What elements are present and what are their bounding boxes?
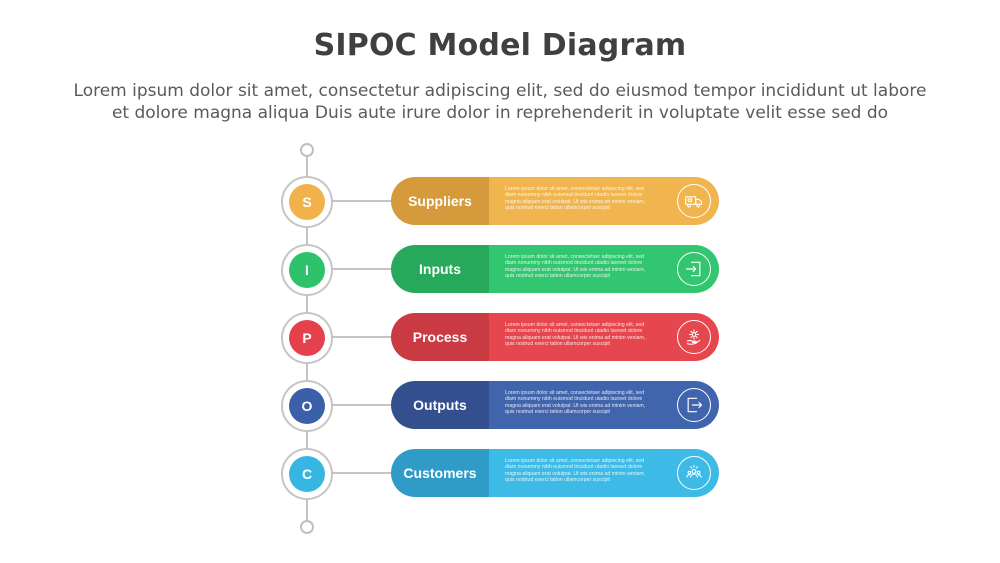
step-card: Customers Lorem ipsum dolor sit amet, co… <box>391 449 719 497</box>
step-card: Inputs Lorem ipsum dolor sit amet, conse… <box>391 245 719 293</box>
subtitle-line-2: et dolore magna aliqua Duis aute irure d… <box>111 103 889 123</box>
step-ring: C <box>281 448 333 500</box>
step-connector <box>331 404 393 406</box>
step-ring: I <box>281 244 333 296</box>
page-title: SIPOC Model Diagram <box>313 28 687 63</box>
step-card: Process Lorem ipsum dolor sit amet, cons… <box>391 313 719 361</box>
step-ring: O <box>281 380 333 432</box>
step-letter-circle: I <box>289 252 325 288</box>
step-body: Lorem ipsum dolor sit amet, consectetuer… <box>489 449 719 497</box>
input-arrow-icon <box>677 252 711 286</box>
step-description: Lorem ipsum dolor sit amet, consectetuer… <box>505 186 646 212</box>
step-body: Lorem ipsum dolor sit amet, consectetuer… <box>489 245 719 293</box>
step-card: Outputs Lorem ipsum dolor sit amet, cons… <box>391 381 719 429</box>
step-label: Outputs <box>391 381 489 429</box>
gear-hand-icon <box>677 320 711 354</box>
step-label: Suppliers <box>391 177 489 225</box>
spine-top-dot <box>300 143 314 157</box>
step-description: Lorem ipsum dolor sit amet, consectetuer… <box>505 390 646 416</box>
sipoc-row-customers: C Customers Lorem ipsum dolor sit amet, … <box>0 448 1000 500</box>
step-letter-circle: O <box>289 388 325 424</box>
step-label: Inputs <box>391 245 489 293</box>
step-letter-circle: C <box>289 456 325 492</box>
step-body: Lorem ipsum dolor sit amet, consectetuer… <box>489 313 719 361</box>
step-label: Customers <box>391 449 489 497</box>
step-description: Lorem ipsum dolor sit amet, consectetuer… <box>505 254 646 280</box>
step-connector <box>331 200 393 202</box>
step-connector <box>331 336 393 338</box>
delivery-truck-icon <box>677 184 711 218</box>
step-letter-circle: S <box>289 184 325 220</box>
step-connector <box>331 472 393 474</box>
step-description: Lorem ipsum dolor sit amet, consectetuer… <box>505 458 646 484</box>
step-body: Lorem ipsum dolor sit amet, consectetuer… <box>489 177 719 225</box>
step-connector <box>331 268 393 270</box>
step-label: Process <box>391 313 489 361</box>
people-group-icon <box>677 456 711 490</box>
sipoc-row-suppliers: S Suppliers Lorem ipsum dolor sit amet, … <box>0 176 1000 228</box>
sipoc-row-process: P Process Lorem ipsum dolor sit amet, co… <box>0 312 1000 364</box>
spine-bottom-dot <box>300 520 314 534</box>
page-subtitle: Lorem ipsum dolor sit amet, consectetur … <box>40 80 960 124</box>
subtitle-line-1: Lorem ipsum dolor sit amet, consectetur … <box>73 81 927 101</box>
output-arrow-icon <box>677 388 711 422</box>
step-body: Lorem ipsum dolor sit amet, consectetuer… <box>489 381 719 429</box>
step-ring: S <box>281 176 333 228</box>
step-ring: P <box>281 312 333 364</box>
step-description: Lorem ipsum dolor sit amet, consectetuer… <box>505 322 646 348</box>
step-letter-circle: P <box>289 320 325 356</box>
step-card: Suppliers Lorem ipsum dolor sit amet, co… <box>391 177 719 225</box>
sipoc-row-inputs: I Inputs Lorem ipsum dolor sit amet, con… <box>0 244 1000 296</box>
sipoc-row-outputs: O Outputs Lorem ipsum dolor sit amet, co… <box>0 380 1000 432</box>
